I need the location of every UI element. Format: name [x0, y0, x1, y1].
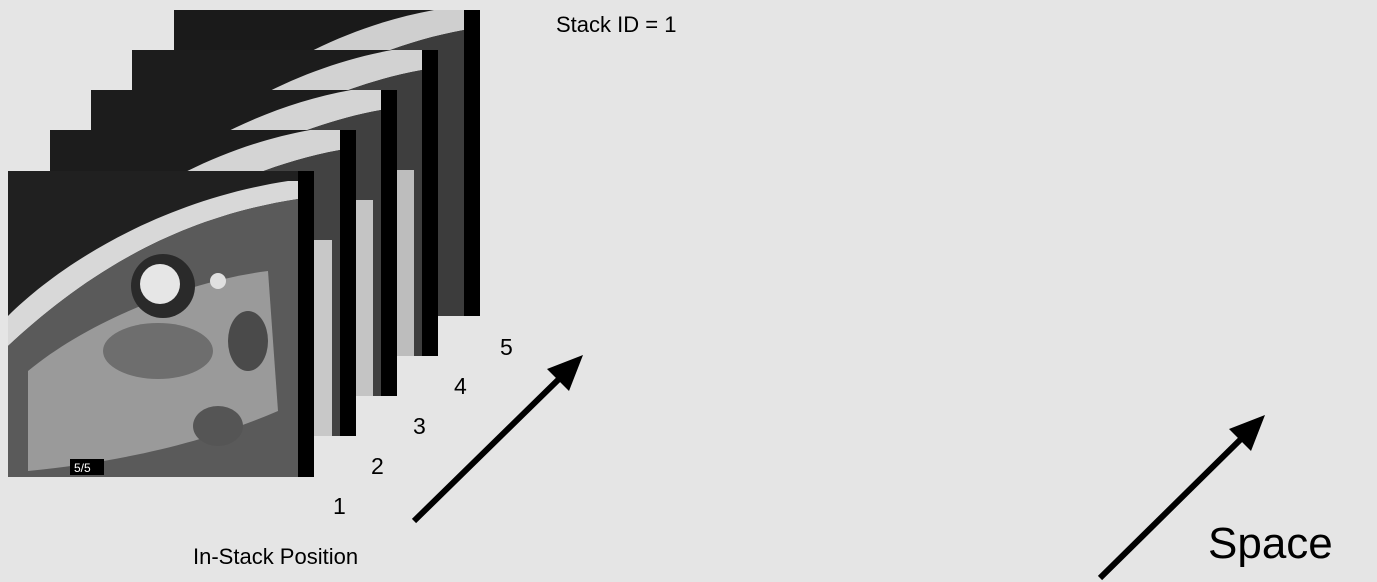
slice-number-4: 4 [454, 373, 467, 399]
slice-number-3: 3 [413, 413, 426, 439]
space-label: Space [1208, 519, 1333, 568]
slice-number-2: 2 [371, 453, 384, 479]
in-stack-position-label: In-Stack Position [193, 544, 359, 569]
image-overlay-text: 5/5 [74, 461, 91, 475]
in-stack-arrow-icon [411, 355, 583, 524]
stack-id-label: Stack ID = 1 [556, 12, 677, 37]
mri-slice-1: 5/5 [8, 171, 314, 477]
slice-number-5: 5 [500, 334, 513, 360]
slice-number-1: 1 [333, 493, 346, 519]
